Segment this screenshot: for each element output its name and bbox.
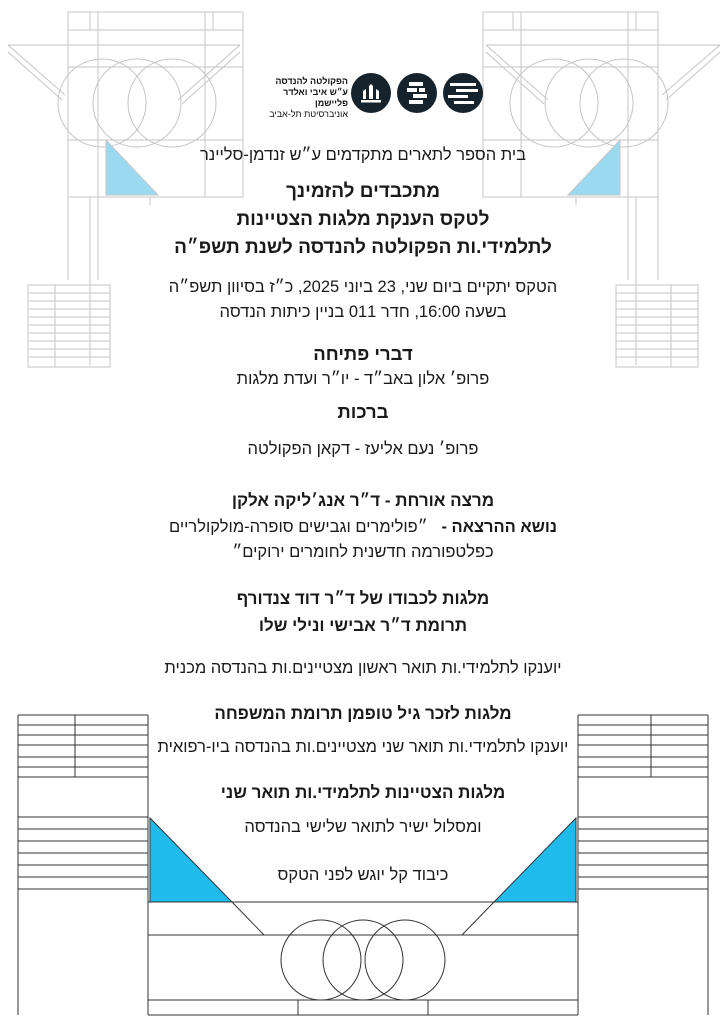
invitation-title-line2: לטקס הענקת מלגות הצטיינות [236,209,490,230]
invitation-content: בית הספר לתארים מתקדמים ע״ש זנדמן-סליינר… [90,0,636,1024]
lecture-topic-label: נושא ההרצאה - [441,518,558,536]
engineering-faculty-icon [397,73,437,113]
top-left-triangle [105,138,160,196]
award2-title: מלגות לזכר גיל טופמן תרומת המשפחה [214,704,512,723]
award2-recipients: יוענקו לתלמידי.ות תואר שני מצטיינים.ות ב… [157,738,569,756]
award3-title: מלגות הצטיינות לתלמידי.ות תואר שני [220,783,506,802]
invitation-title-line3: לתלמידי.ות הפקולטה להנדסה לשנת תשפ״ה [174,237,552,258]
lecture-topic-line2: כפלטפורמה חדשנית לחומרים ירוקים״ [232,543,494,561]
opening-speaker: פרופ׳ אלון באב״ד - יו״ר ועדת מלגות [236,370,490,388]
award3-recipients: ומסלול ישיר לתואר שלישי בהנדסה [244,818,482,836]
school-name: בית הספר לתארים מתקדמים ע״ש זנדמן-סליינר [199,146,527,164]
award1-title: מלגות לכבודו של ד״ר דוד צנדורף [236,589,490,608]
faculty-name-line1: הפקולטה להנדסה [275,76,348,86]
greetings-speaker: פרופ׳ נעם אליעז - דקאן הפקולטה [247,440,479,458]
ceremony-place: בשעה 16:00, חדר 011 בניין כיתות הנדסה [219,303,507,321]
logo-bar: הפקולטה להנדסה ע״ש איבי ואלדר פליישמן או… [248,70,488,120]
engineering-lines-icon [443,73,483,113]
award1-recipients: יוענקו לתלמידי.ות תואר ראשון מצטיינים.ות… [164,659,562,677]
top-right-drawing [482,11,721,368]
guest-lecturer: מרצה אורחת - ד״ר אנג׳ליקה אלקן [231,491,495,510]
ceremony-date: הטקס יתקיים ביום שני, 23 ביוני 2025, כ״ז… [168,278,558,296]
opening-title: דברי פתיחה [313,343,413,364]
greetings-title: ברכות [337,401,389,422]
invitation-title-line1: מתכבדים להזמינך [285,181,441,202]
lecture-topic-line1: נושא ההרצאה - ״פולימרים וגבישים סופרה-מו… [90,518,636,537]
tau-university-icon [351,73,391,113]
lecture-topic-text: ״פולימרים וגבישים סופרה-מולקולריים [168,518,428,536]
bottom-drawing [17,714,709,1016]
bottom-right-triangle [492,816,577,903]
bottom-left-triangle [149,816,234,903]
refreshments-note: כיבוד קל יוגש לפני הטקס [277,866,449,884]
faculty-logo-text: הפקולטה להנדסה ע״ש איבי ואלדר פליישמן או… [248,76,348,120]
award1-donors: תרומת ד״ר אבישי ונילי שלו [258,616,468,635]
university-name: אוניברסיטת תל-אביב [269,109,348,119]
faculty-name-line2: ע״ש איבי ואלדר פליישמן [283,87,348,108]
top-right-triangle [566,138,621,196]
top-left-drawing [7,11,244,368]
